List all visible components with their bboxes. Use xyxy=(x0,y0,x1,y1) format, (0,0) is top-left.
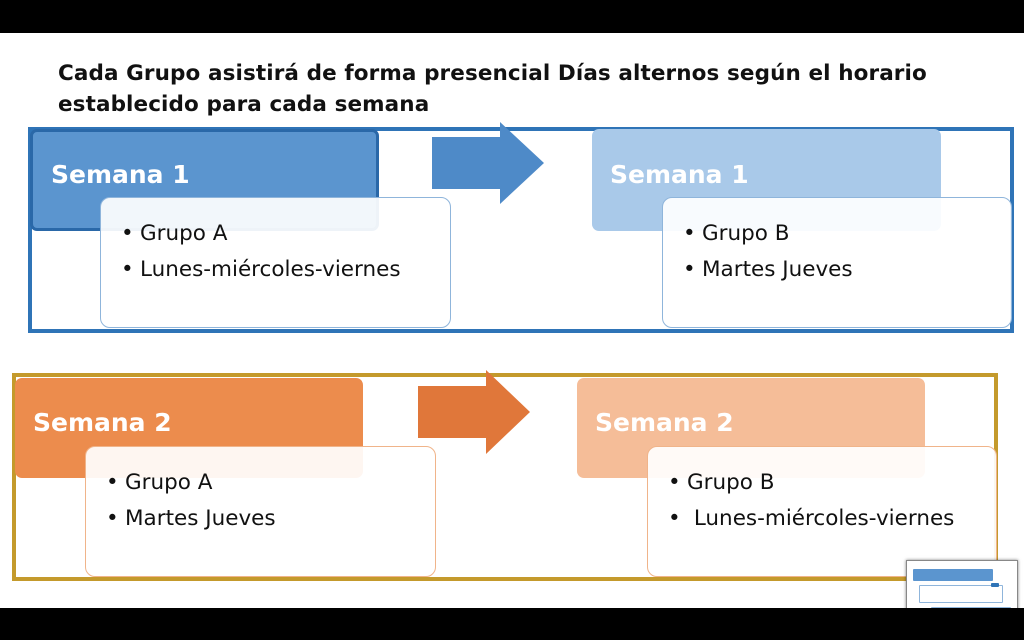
list-item-label: Martes Jueves xyxy=(702,257,853,282)
list-item-label: Lunes-miércoles-viernes xyxy=(140,257,401,282)
week1-right-card: •Grupo B •Martes Jueves xyxy=(662,197,1012,328)
thumbnail-header xyxy=(913,569,993,581)
list-item-label: Grupo A xyxy=(125,470,213,495)
bullet-icon: • xyxy=(106,506,119,531)
bullet-icon: • xyxy=(106,470,119,495)
bullet-icon: • xyxy=(121,257,134,282)
list-item: • Lunes-miércoles-viernes xyxy=(668,501,996,537)
bullet-icon: • xyxy=(668,506,681,531)
week2-right-header-label: Semana 2 xyxy=(595,407,734,437)
list-item: •Grupo B xyxy=(683,216,1011,252)
week1-right-header-label: Semana 1 xyxy=(610,159,749,189)
bullet-icon: • xyxy=(668,470,681,495)
bottom-letterbox-bar xyxy=(0,608,1024,640)
right-arrow-icon xyxy=(432,122,544,204)
list-item: •Grupo A xyxy=(106,465,435,501)
right-arrow-icon xyxy=(418,370,530,454)
list-item-label: Grupo B xyxy=(702,221,790,246)
week2-right-card: •Grupo B • Lunes-miércoles-viernes xyxy=(647,446,997,577)
list-item-label: Martes Jueves xyxy=(125,506,276,531)
list-item: •Martes Jueves xyxy=(683,252,1011,288)
thumbnail-card xyxy=(919,585,1003,603)
list-item-label: Grupo B xyxy=(687,470,775,495)
list-item: •Martes Jueves xyxy=(106,501,435,537)
list-item: •Grupo A xyxy=(121,216,450,252)
slide-title: Cada Grupo asistirá de forma presencial … xyxy=(58,61,927,117)
list-item-label: Lunes-miércoles-viernes xyxy=(687,506,955,531)
list-item: •Grupo B xyxy=(668,465,996,501)
bullet-icon: • xyxy=(683,257,696,282)
top-letterbox-bar xyxy=(0,0,1024,33)
week1-left-header-label: Semana 1 xyxy=(51,159,190,189)
week2-left-card: •Grupo A •Martes Jueves xyxy=(85,446,436,577)
thumbnail-marker xyxy=(991,583,999,587)
bullet-icon: • xyxy=(683,221,696,246)
list-item-label: Grupo A xyxy=(140,221,228,246)
list-item: •Lunes-miércoles-viernes xyxy=(121,252,450,288)
bullet-icon: • xyxy=(121,221,134,246)
week2-left-header-label: Semana 2 xyxy=(33,407,172,437)
week1-left-card: •Grupo A •Lunes-miércoles-viernes xyxy=(100,197,451,328)
week1-frame xyxy=(28,127,1014,333)
